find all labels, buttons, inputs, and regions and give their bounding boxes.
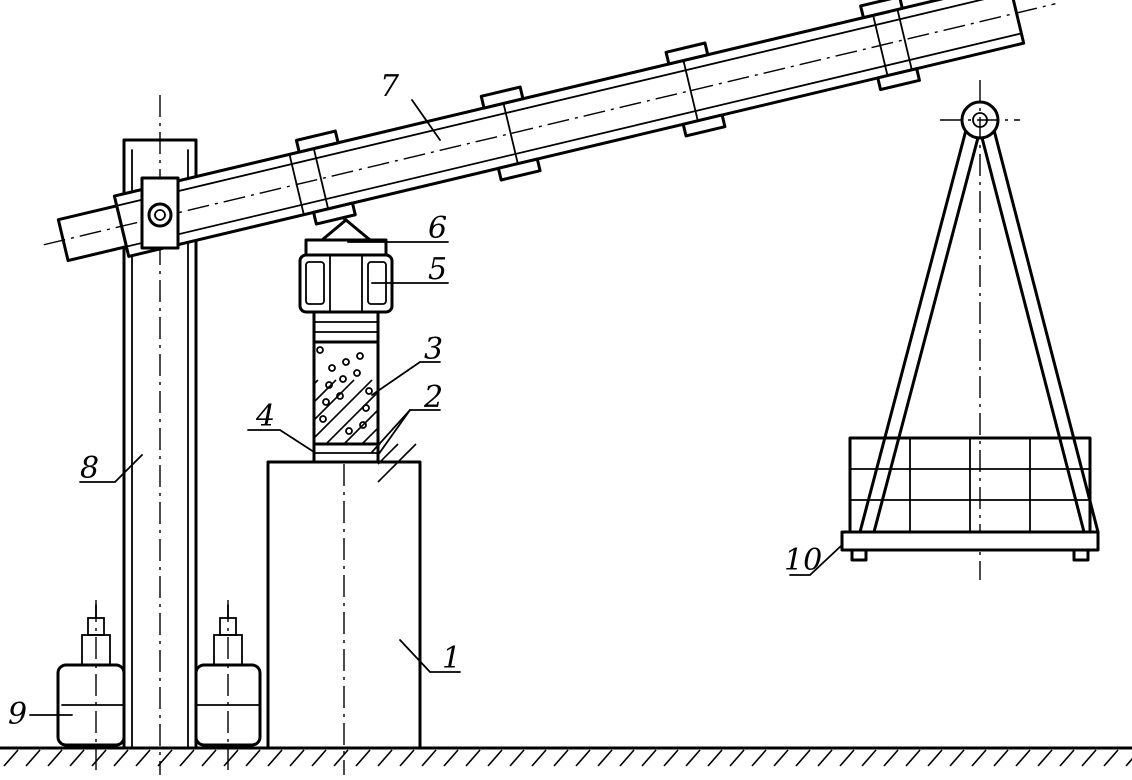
specimen-aggregate [336,392,344,400]
ground-hatch-stroke [47,749,63,767]
ground-hatch-stroke [949,749,965,767]
counterweight-left [56,600,126,775]
specimen-aggregate [353,369,361,377]
ground-hatch-stroke [597,749,613,767]
ground-hatch-stroke [839,749,855,767]
load-hanger [840,80,1100,580]
label-6: 6 [428,211,447,246]
leader-lines [29,99,843,716]
ground-hatch-stroke [707,749,723,767]
ground-hatch-stroke [91,749,107,767]
label-5: 5 [428,252,447,287]
ground-hatch-stroke [751,749,767,767]
label-1: 1 [442,641,461,676]
specimen-aggregate [322,398,330,406]
specimen-hatch-stroke [313,379,355,421]
ground-hatch-stroke [179,749,195,767]
ground-hatch-stroke [641,749,657,767]
ground-hatch-stroke [861,749,877,767]
ground-hatch-stroke [3,749,19,767]
ground-hatch-stroke [971,749,987,767]
label-7: 7 [380,69,400,104]
ground-hatch-stroke [25,749,41,767]
ground-hatch-stroke [663,749,679,767]
ground-hatch-stroke [575,749,591,767]
specimen-aggregate [359,421,367,429]
ground [0,746,1132,767]
specimen-aggregate [362,404,370,412]
ground-hatch-stroke [355,749,371,767]
specimen-hatch-stroke [325,391,379,445]
specimen-aggregate [316,346,324,354]
ground-hatch-stroke [883,749,899,767]
ground-hatch-stroke [245,749,261,767]
column-pivot [140,176,180,250]
ground-hatch-stroke [1015,749,1031,767]
ground-hatch-stroke [267,749,283,767]
ground-hatch-stroke [1037,749,1053,767]
ground-hatch-stroke [399,749,415,767]
specimen-hatch-stroke [361,427,379,445]
part-labels: 1 2 3 4 5 6 7 8 9 10 [8,69,822,732]
ground-hatch-stroke [289,749,305,767]
ground-hatch-stroke [311,749,327,767]
ground-hatch-stroke [1103,749,1119,767]
ground-hatch-stroke [465,749,481,767]
specimen-hatch-stroke [377,443,417,483]
ground-hatch-stroke [553,749,569,767]
ground-hatch-stroke [377,749,393,767]
specimen-aggregate [325,381,333,389]
ground-hatch-stroke [201,749,217,767]
label-4: 4 [255,399,275,434]
ground-hatch-stroke [487,749,503,767]
ground-hatch-stroke [531,749,547,767]
specimen-aggregate [319,415,327,423]
ground-hatch-stroke [1059,749,1075,767]
ground-hatch-stroke [69,749,85,767]
ground-hatch-stroke [685,749,701,767]
ground-hatch-stroke [729,749,745,767]
specimen-hatch-stroke [313,379,373,439]
ground-hatch-stroke [773,749,789,767]
ground-hatch-stroke [795,749,811,767]
counterweight-right [194,600,262,775]
ground-hatch-stroke [223,749,239,767]
specimen-aggregate [339,375,347,383]
specimen-aggregate [365,387,373,395]
label-10: 10 [784,543,822,578]
specimen-hatch-stroke [377,443,399,465]
ground-hatch-stroke [135,749,151,767]
specimen-aggregate [356,352,364,360]
ground-hatch-stroke [421,749,437,767]
specimen-assembly [298,218,417,483]
lever-beam [43,0,1056,263]
ground-hatch-stroke [993,749,1009,767]
ground-hatch-stroke [333,749,349,767]
ground-hatch-stroke [619,749,635,767]
specimen-aggregate [328,364,336,372]
ground-hatch-stroke [113,749,129,767]
label-2: 2 [423,380,443,415]
specimen-hatch-stroke [313,379,319,385]
ground-hatch-stroke [817,749,833,767]
ground-hatch-stroke [1125,757,1132,767]
ground-hatch-stroke [1081,749,1097,767]
ground-hatch-stroke [905,749,921,767]
specimen-aggregate [342,358,350,366]
ground-hatch-stroke [509,749,525,767]
label-9: 9 [8,697,27,732]
label-3: 3 [424,332,443,367]
ground-hatch-stroke [927,749,943,767]
specimen-aggregate [345,427,353,435]
label-8: 8 [80,451,99,486]
ground-hatch-stroke [443,749,459,767]
